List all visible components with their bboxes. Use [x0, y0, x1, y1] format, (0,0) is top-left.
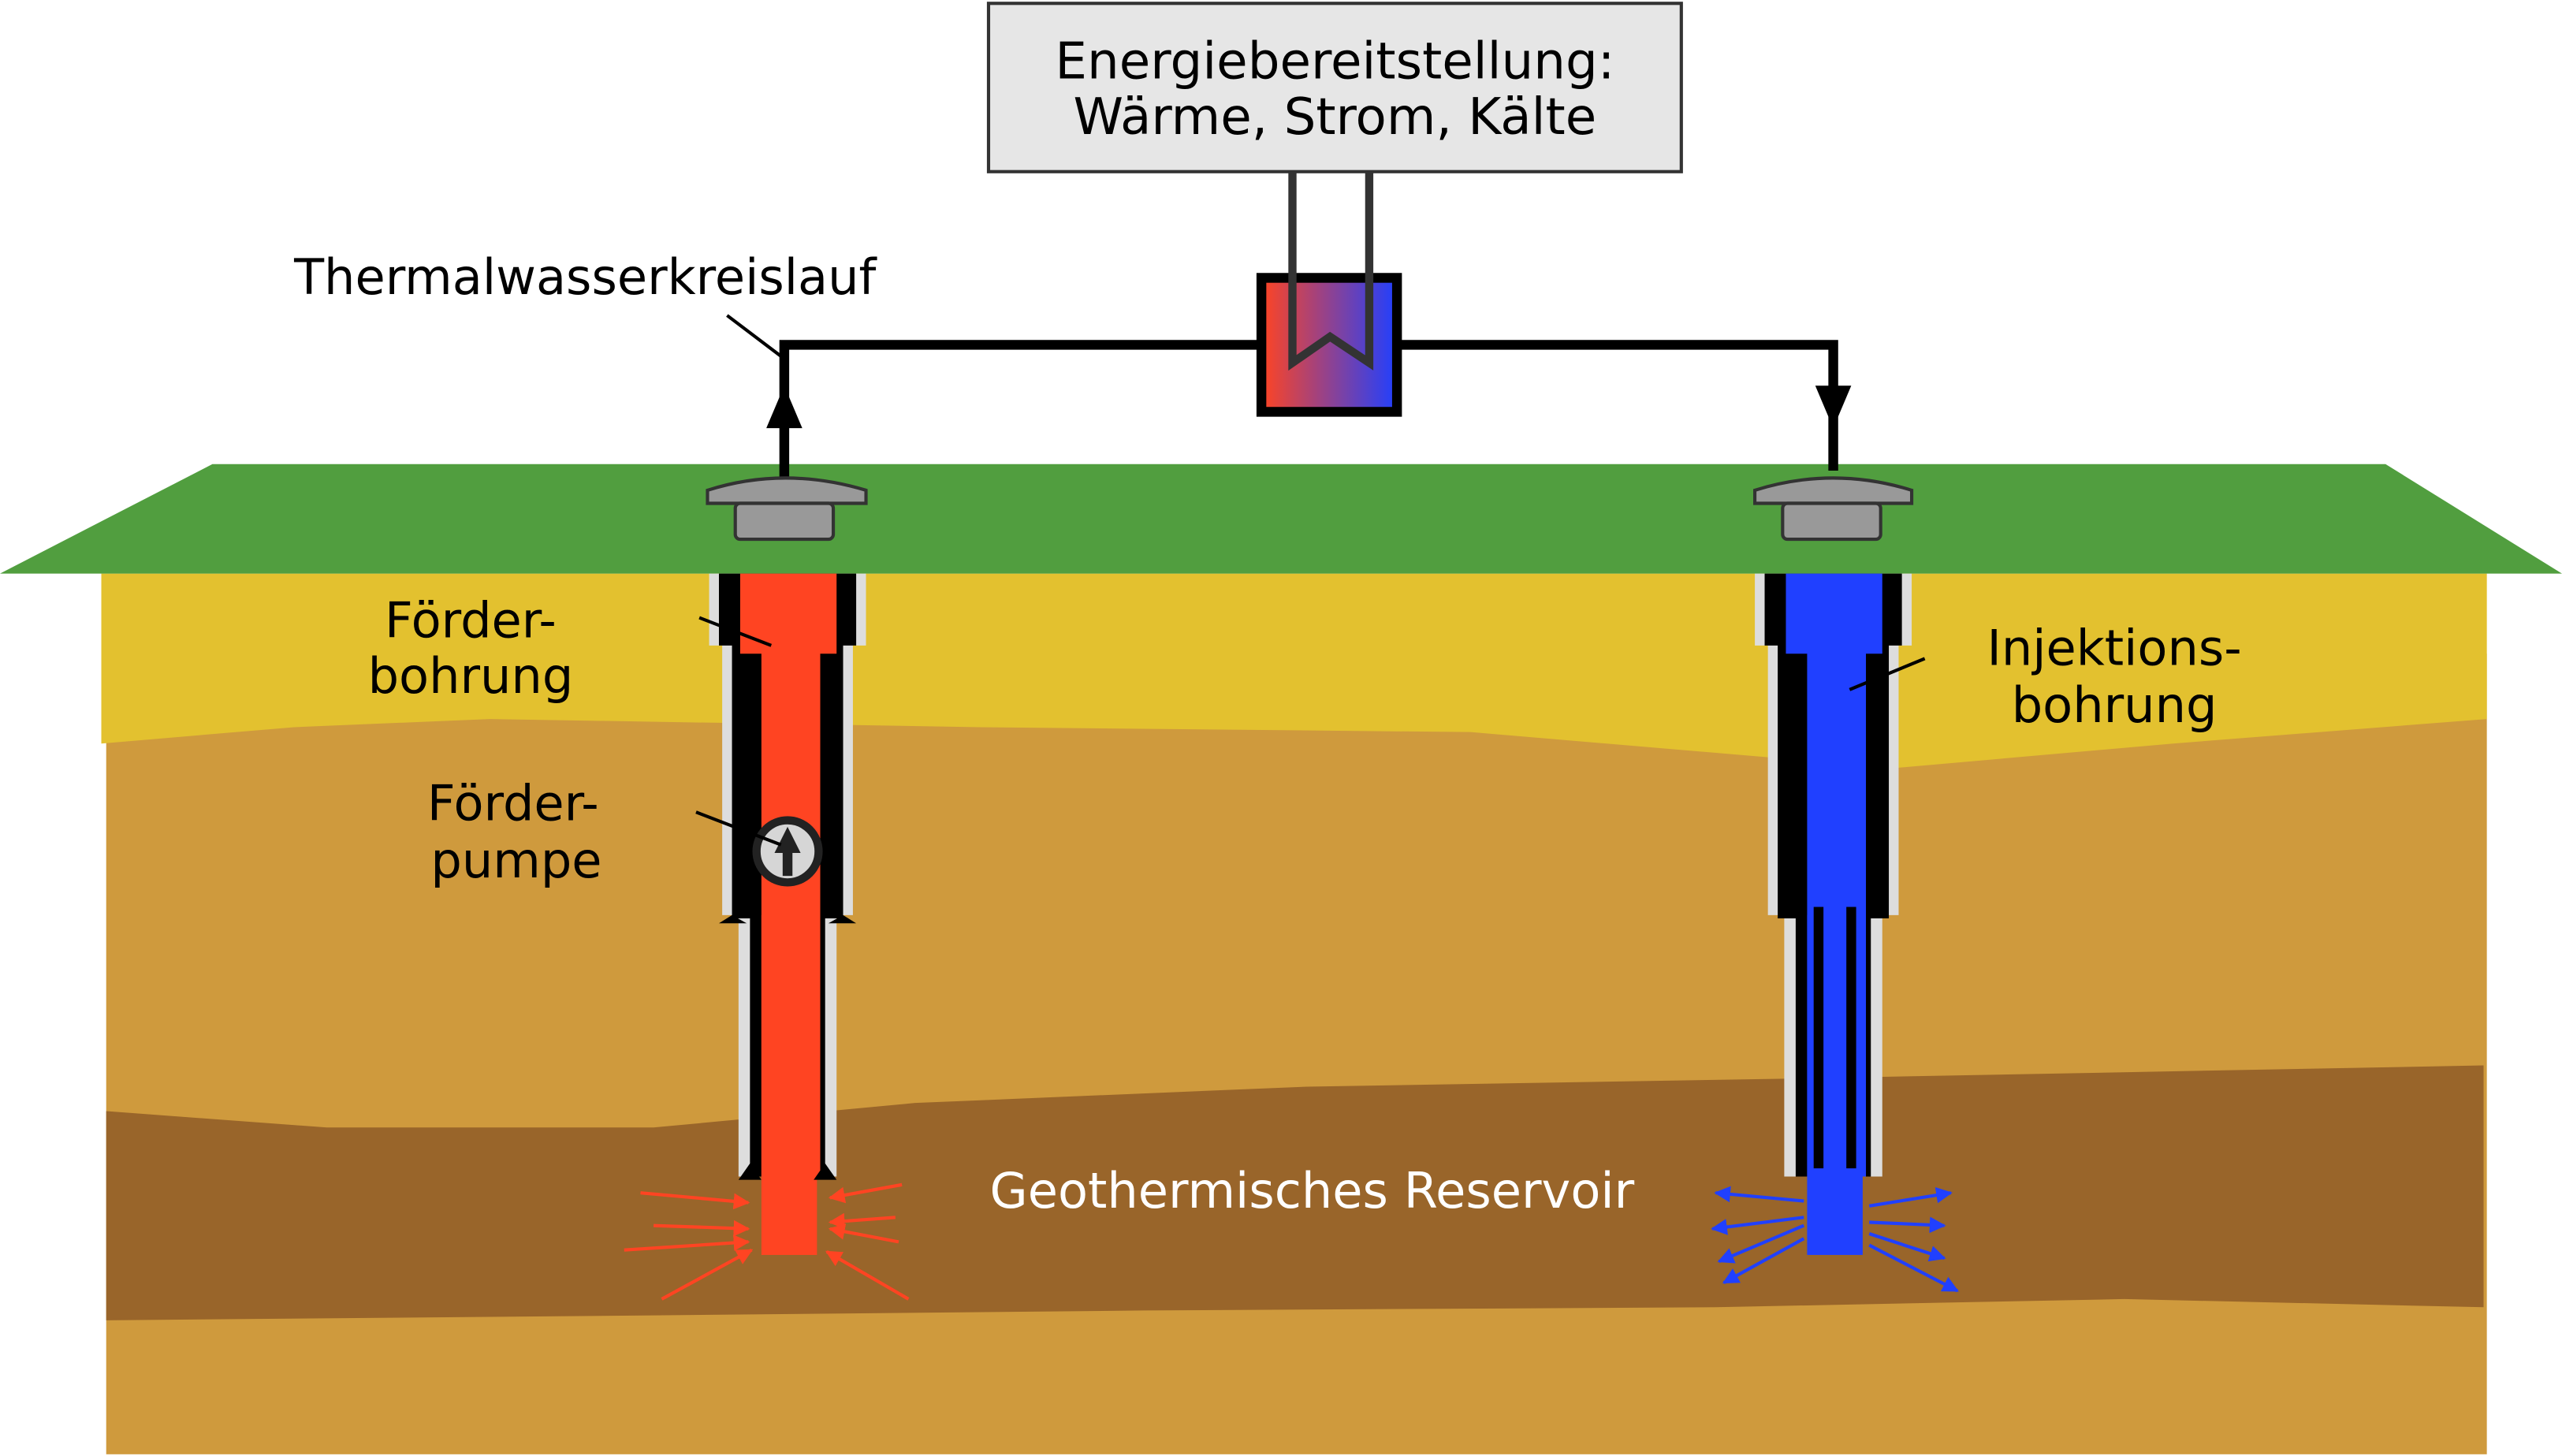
production-wellhead [706, 476, 868, 505]
secondary-circuit [1288, 171, 1374, 371]
pump-label-1: Förder- [427, 775, 599, 832]
pump-leader [695, 810, 782, 847]
production-well-label-1: Förder- [385, 591, 557, 649]
pump-label-2: pumpe [430, 832, 601, 889]
injection-well-label-2: bohrung [2012, 676, 2218, 734]
circuit-leader [726, 314, 783, 358]
energy-box-line2: Wärme, Strom, Kälte [1074, 88, 1597, 147]
reservoir-label: Geothermisches Reservoir [990, 1162, 1635, 1220]
inflow-arrows [624, 1182, 910, 1301]
pump-icon [752, 816, 823, 887]
layer-sediment [106, 654, 2487, 1454]
injection-pipe [1400, 340, 1838, 471]
arrow-down-icon [1815, 385, 1852, 429]
production-wellhead-base [733, 501, 836, 542]
injection-wellhead [1753, 476, 1914, 505]
injection-well-leader [1849, 657, 1926, 691]
production-pipe [779, 340, 1258, 478]
production-well-leader [698, 616, 773, 647]
arrow-up-icon [766, 385, 802, 429]
outflow-arrows [1711, 1186, 1959, 1293]
injection-well-label-1: Injektions- [1987, 620, 2241, 677]
energy-box [986, 2, 1683, 173]
ground-surface [0, 464, 2562, 574]
injection-well [1755, 573, 1912, 1255]
production-well-label-2: bohrung [368, 647, 574, 705]
energy-box-line1: Energiebereitstellung: [1055, 32, 1614, 91]
injection-wellhead-base [1781, 501, 1882, 542]
heat-exchanger [1256, 171, 1402, 417]
circuit-label: Thermalwasserkreislauf [293, 248, 877, 306]
